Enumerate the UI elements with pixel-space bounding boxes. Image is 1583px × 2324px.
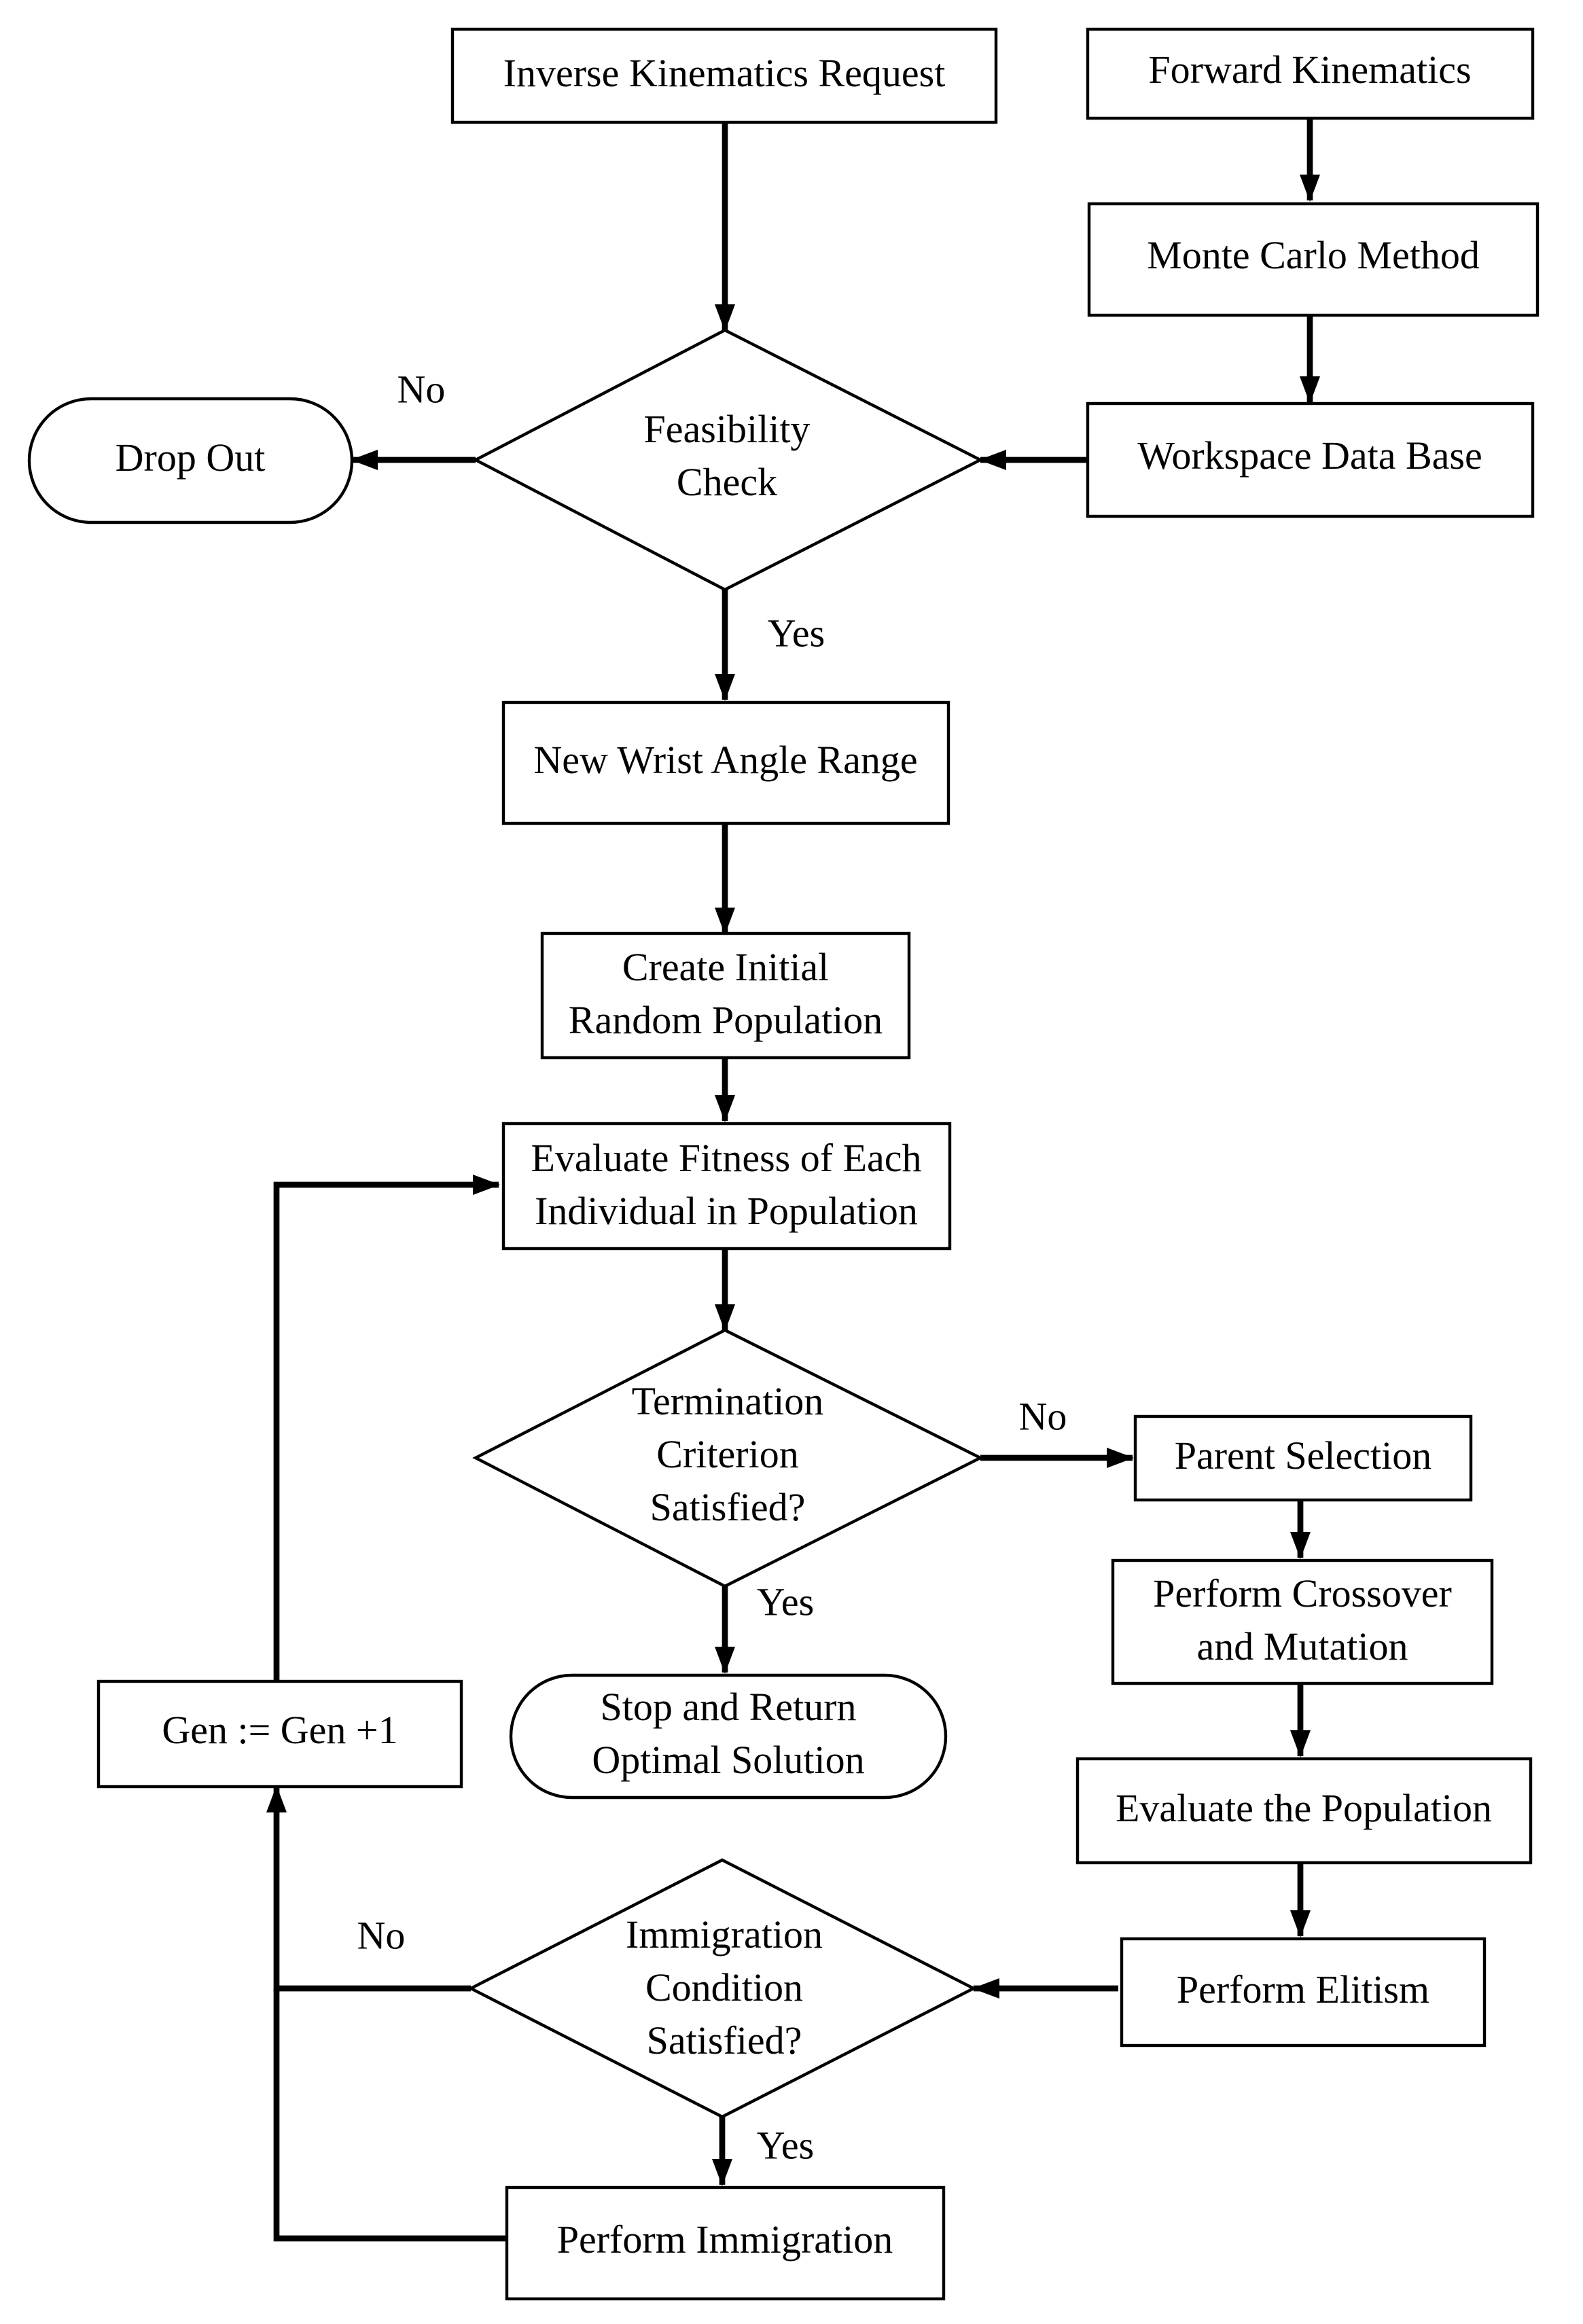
label-line: Random Population xyxy=(569,998,883,1042)
connector-immigration-to-gen xyxy=(273,1988,507,2242)
edge-labels: No Yes No Yes No Yes xyxy=(357,367,1067,2167)
label-line: Termination xyxy=(632,1379,824,1423)
new-wrist-angle-label: New Wrist Angle Range xyxy=(533,738,917,782)
arrow-immigration-no-to-gen xyxy=(266,1785,471,1992)
label-line: Inverse Kinematics Request xyxy=(503,51,946,95)
termination-yes-label: Yes xyxy=(757,1579,814,1624)
label-line: Perform Immigration xyxy=(557,2217,893,2262)
drop-out-terminal: Drop Out xyxy=(27,397,354,524)
workspace-db-label: Workspace Data Base xyxy=(1137,433,1482,478)
feasibility-no-label: No xyxy=(397,367,446,411)
label-line: Forward Kinematics xyxy=(1148,48,1471,92)
label-line: Drop Out xyxy=(115,435,266,480)
label-line: Evaluate Fitness of Each xyxy=(531,1136,922,1180)
parent-selection-label: Parent Selection xyxy=(1175,1433,1432,1478)
evaluate-population-label: Evaluate the Population xyxy=(1116,1786,1492,1830)
connectors xyxy=(266,118,1320,2242)
label-line: Create Initial xyxy=(622,945,829,989)
immigration-no-label: No xyxy=(357,1913,406,1957)
perform-immigration-label: Perform Immigration xyxy=(557,2217,893,2262)
label-line: Satisfied? xyxy=(647,2018,802,2062)
label-line: Stop and Return xyxy=(601,1685,857,1729)
perform-immigration-box: Perform Immigration xyxy=(505,2185,946,2301)
label-line: Evaluate the Population xyxy=(1116,1786,1492,1830)
crossover-mutation-label: Perform Crossover and Mutation xyxy=(1153,1571,1452,1668)
label-line: Workspace Data Base xyxy=(1137,433,1482,478)
forward-kinematics-box: Forward Kinematics xyxy=(1086,27,1535,120)
ik-request-box: Inverse Kinematics Request xyxy=(450,27,998,124)
new-wrist-angle-box: New Wrist Angle Range xyxy=(501,700,950,825)
immigration-yes-label: Yes xyxy=(757,2123,814,2167)
label-line: Perform Elitism xyxy=(1177,1967,1429,2012)
label-line: and Mutation xyxy=(1197,1624,1408,1668)
termination-no-label: No xyxy=(1019,1394,1067,1438)
gen-increment-box: Gen := Gen +1 xyxy=(96,1679,463,1789)
monte-carlo-box: Monte Carlo Method xyxy=(1087,202,1540,317)
evaluate-population-box: Evaluate the Population xyxy=(1075,1757,1533,1865)
label-line: Individual in Population xyxy=(535,1189,918,1233)
label-line: Optimal Solution xyxy=(592,1738,864,1782)
workspace-db-box: Workspace Data Base xyxy=(1086,401,1535,518)
label-line: Satisfied? xyxy=(650,1485,806,1529)
nodes: Inverse Kinematics Request Forward Kinem… xyxy=(27,27,1540,2301)
gen-increment-label: Gen := Gen +1 xyxy=(162,1708,397,1752)
feasibility-yes-label: Yes xyxy=(768,611,825,655)
arrow-gen-to-fitness xyxy=(273,1175,500,1681)
label-line: New Wrist Angle Range xyxy=(533,738,917,782)
crossover-mutation-box: Perform Crossover and Mutation xyxy=(1111,1558,1494,1685)
elitism-label: Perform Elitism xyxy=(1177,1967,1429,2012)
label-line: Condition xyxy=(645,1965,803,2009)
monte-carlo-label: Monte Carlo Method xyxy=(1147,233,1480,277)
label-line: Perform Crossover xyxy=(1153,1571,1452,1615)
label-line: Immigration xyxy=(626,1912,823,1956)
ik-request-label: Inverse Kinematics Request xyxy=(503,51,946,95)
label-line: Gen := Gen +1 xyxy=(162,1708,397,1752)
forward-kinematics-label: Forward Kinematics xyxy=(1148,48,1471,92)
label-line: Monte Carlo Method xyxy=(1147,233,1480,277)
drop-out-label: Drop Out xyxy=(115,435,266,480)
label-line: Feasibility xyxy=(644,407,811,451)
label-line: Criterion xyxy=(656,1432,798,1476)
label-line: Parent Selection xyxy=(1175,1433,1432,1478)
elitism-box: Perform Elitism xyxy=(1120,1937,1487,2048)
label-line: Check xyxy=(677,460,777,504)
parent-selection-box: Parent Selection xyxy=(1133,1414,1473,1502)
